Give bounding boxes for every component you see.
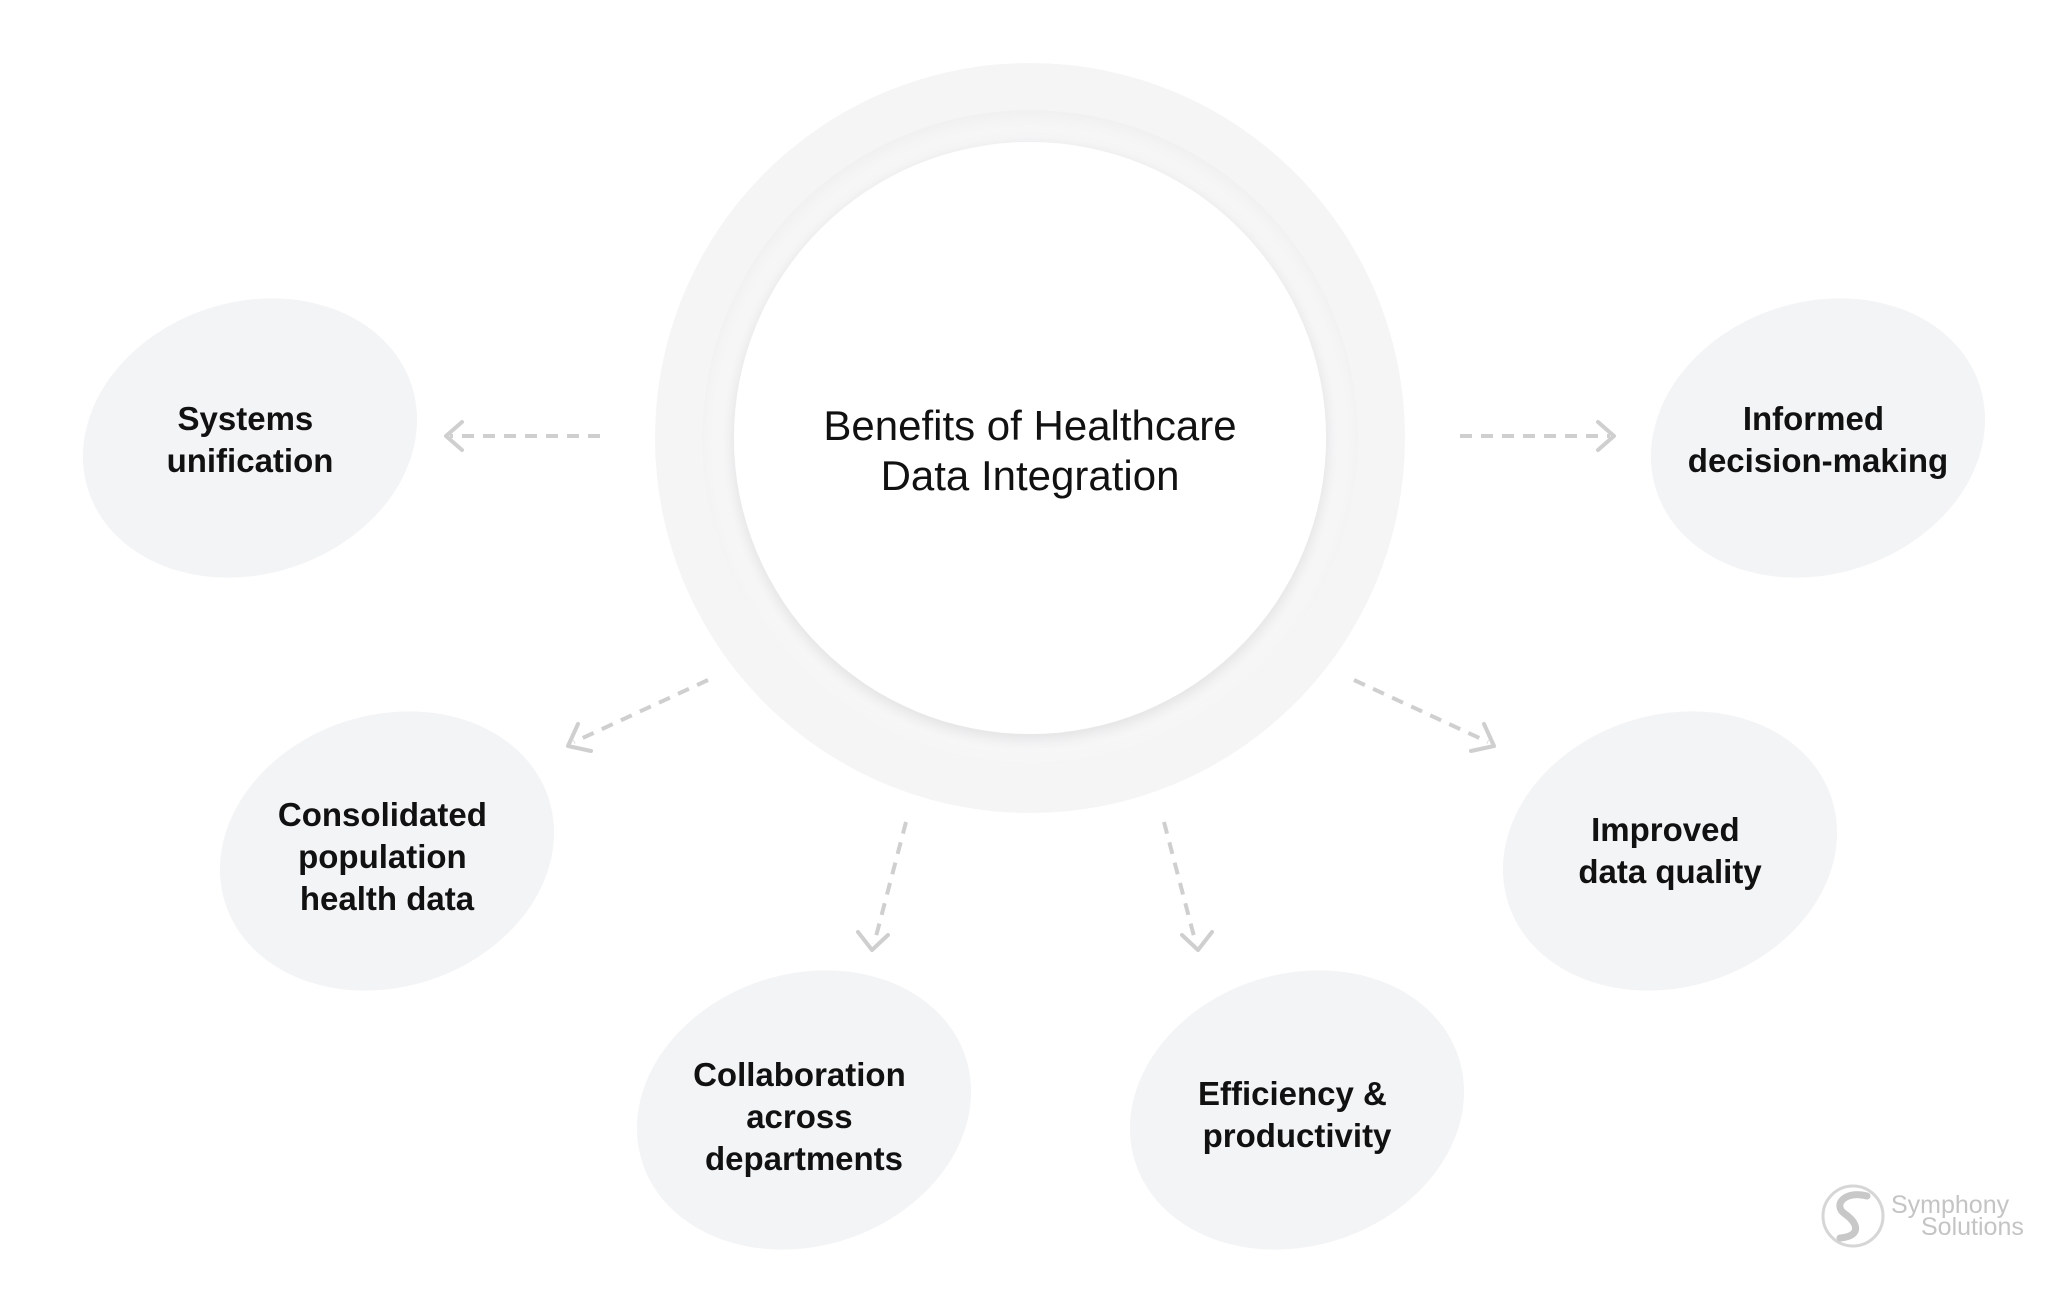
- bubble-label-line: across: [746, 1098, 852, 1135]
- arrow-to-systems-unification: [444, 420, 600, 452]
- svg-text:Efficiency & productivit: Efficiency & productivity: [1198, 1075, 1396, 1154]
- bubble-collaboration-across-departments: [636, 970, 972, 1250]
- arrow-to-informed-decision-making: [1460, 420, 1616, 452]
- benefit-consolidated-population-health-data: Consolidated population health data: [219, 711, 555, 991]
- bubble-label-line: Efficiency &: [1198, 1075, 1387, 1112]
- arrow-to-improved-data-quality: [1353, 678, 1496, 753]
- center-hub: Benefits of Healthcare Data Integration: [655, 63, 1405, 813]
- svg-text:Informed decision-making: Informed decision-making: [1688, 400, 1948, 479]
- svg-text:Consolidated population: Consolidated population health data: [278, 796, 496, 917]
- center-inner-disc: [734, 142, 1326, 734]
- benefit-informed-decision-making: Informed decision-making: [1650, 298, 1986, 578]
- bubble-label-line: data quality: [1578, 853, 1762, 890]
- bubble-systems-unification: [82, 298, 418, 578]
- bubble-informed-decision-making: [1650, 298, 1986, 578]
- svg-text:Improved data quality: Improved data quality: [1578, 811, 1762, 890]
- bubble-label-line: population: [298, 838, 467, 875]
- bubble-label-line: Collaboration: [693, 1056, 906, 1093]
- bubble-efficiency-productivity: [1129, 970, 1465, 1250]
- bubble-label-line: unification: [167, 442, 334, 479]
- center-title-line-2: Data Integration: [881, 452, 1180, 499]
- arrow-to-consolidated-population-health-data: [566, 678, 709, 753]
- bubble-label-line: Improved: [1591, 811, 1740, 848]
- logo-text-line-2: Solutions: [1921, 1213, 2024, 1241]
- svg-text:Collaboration across: Collaboration across departments: [693, 1056, 915, 1177]
- arrow-to-efficiency-productivity: [1162, 821, 1214, 952]
- benefit-systems-unification: Systems unification: [82, 298, 418, 578]
- logo-text-line-1: Symphony: [1891, 1191, 2010, 1219]
- arrow-to-collaboration-across-departments: [856, 821, 908, 952]
- benefit-improved-data-quality: Improved data quality: [1502, 711, 1838, 991]
- benefit-collaboration-across-departments: Collaboration across departments: [636, 970, 972, 1250]
- bubble-label-line: health data: [300, 880, 475, 917]
- bubble-label-line: Systems: [178, 400, 314, 437]
- symphony-solutions-logo: Symphony Solutions: [1821, 1184, 2024, 1248]
- bubble-label-line: decision-making: [1688, 442, 1948, 479]
- bubble-label-line: Consolidated: [278, 796, 487, 833]
- bubble-label-line: Informed: [1743, 400, 1884, 437]
- benefit-efficiency-productivity: Efficiency & productivity: [1129, 970, 1465, 1250]
- symphony-swirl-icon: [1821, 1184, 1885, 1248]
- center-title-line-1: Benefits of Healthcare: [823, 402, 1236, 449]
- arrows: [444, 420, 1616, 952]
- bubble-consolidated-population-health-data: [219, 711, 555, 991]
- svg-text:Systems unification: Systems unification: [167, 400, 334, 479]
- bubble-label-line: departments: [705, 1140, 903, 1177]
- bubble-label-line: productivity: [1203, 1117, 1392, 1154]
- bubble-improved-data-quality: [1502, 711, 1838, 991]
